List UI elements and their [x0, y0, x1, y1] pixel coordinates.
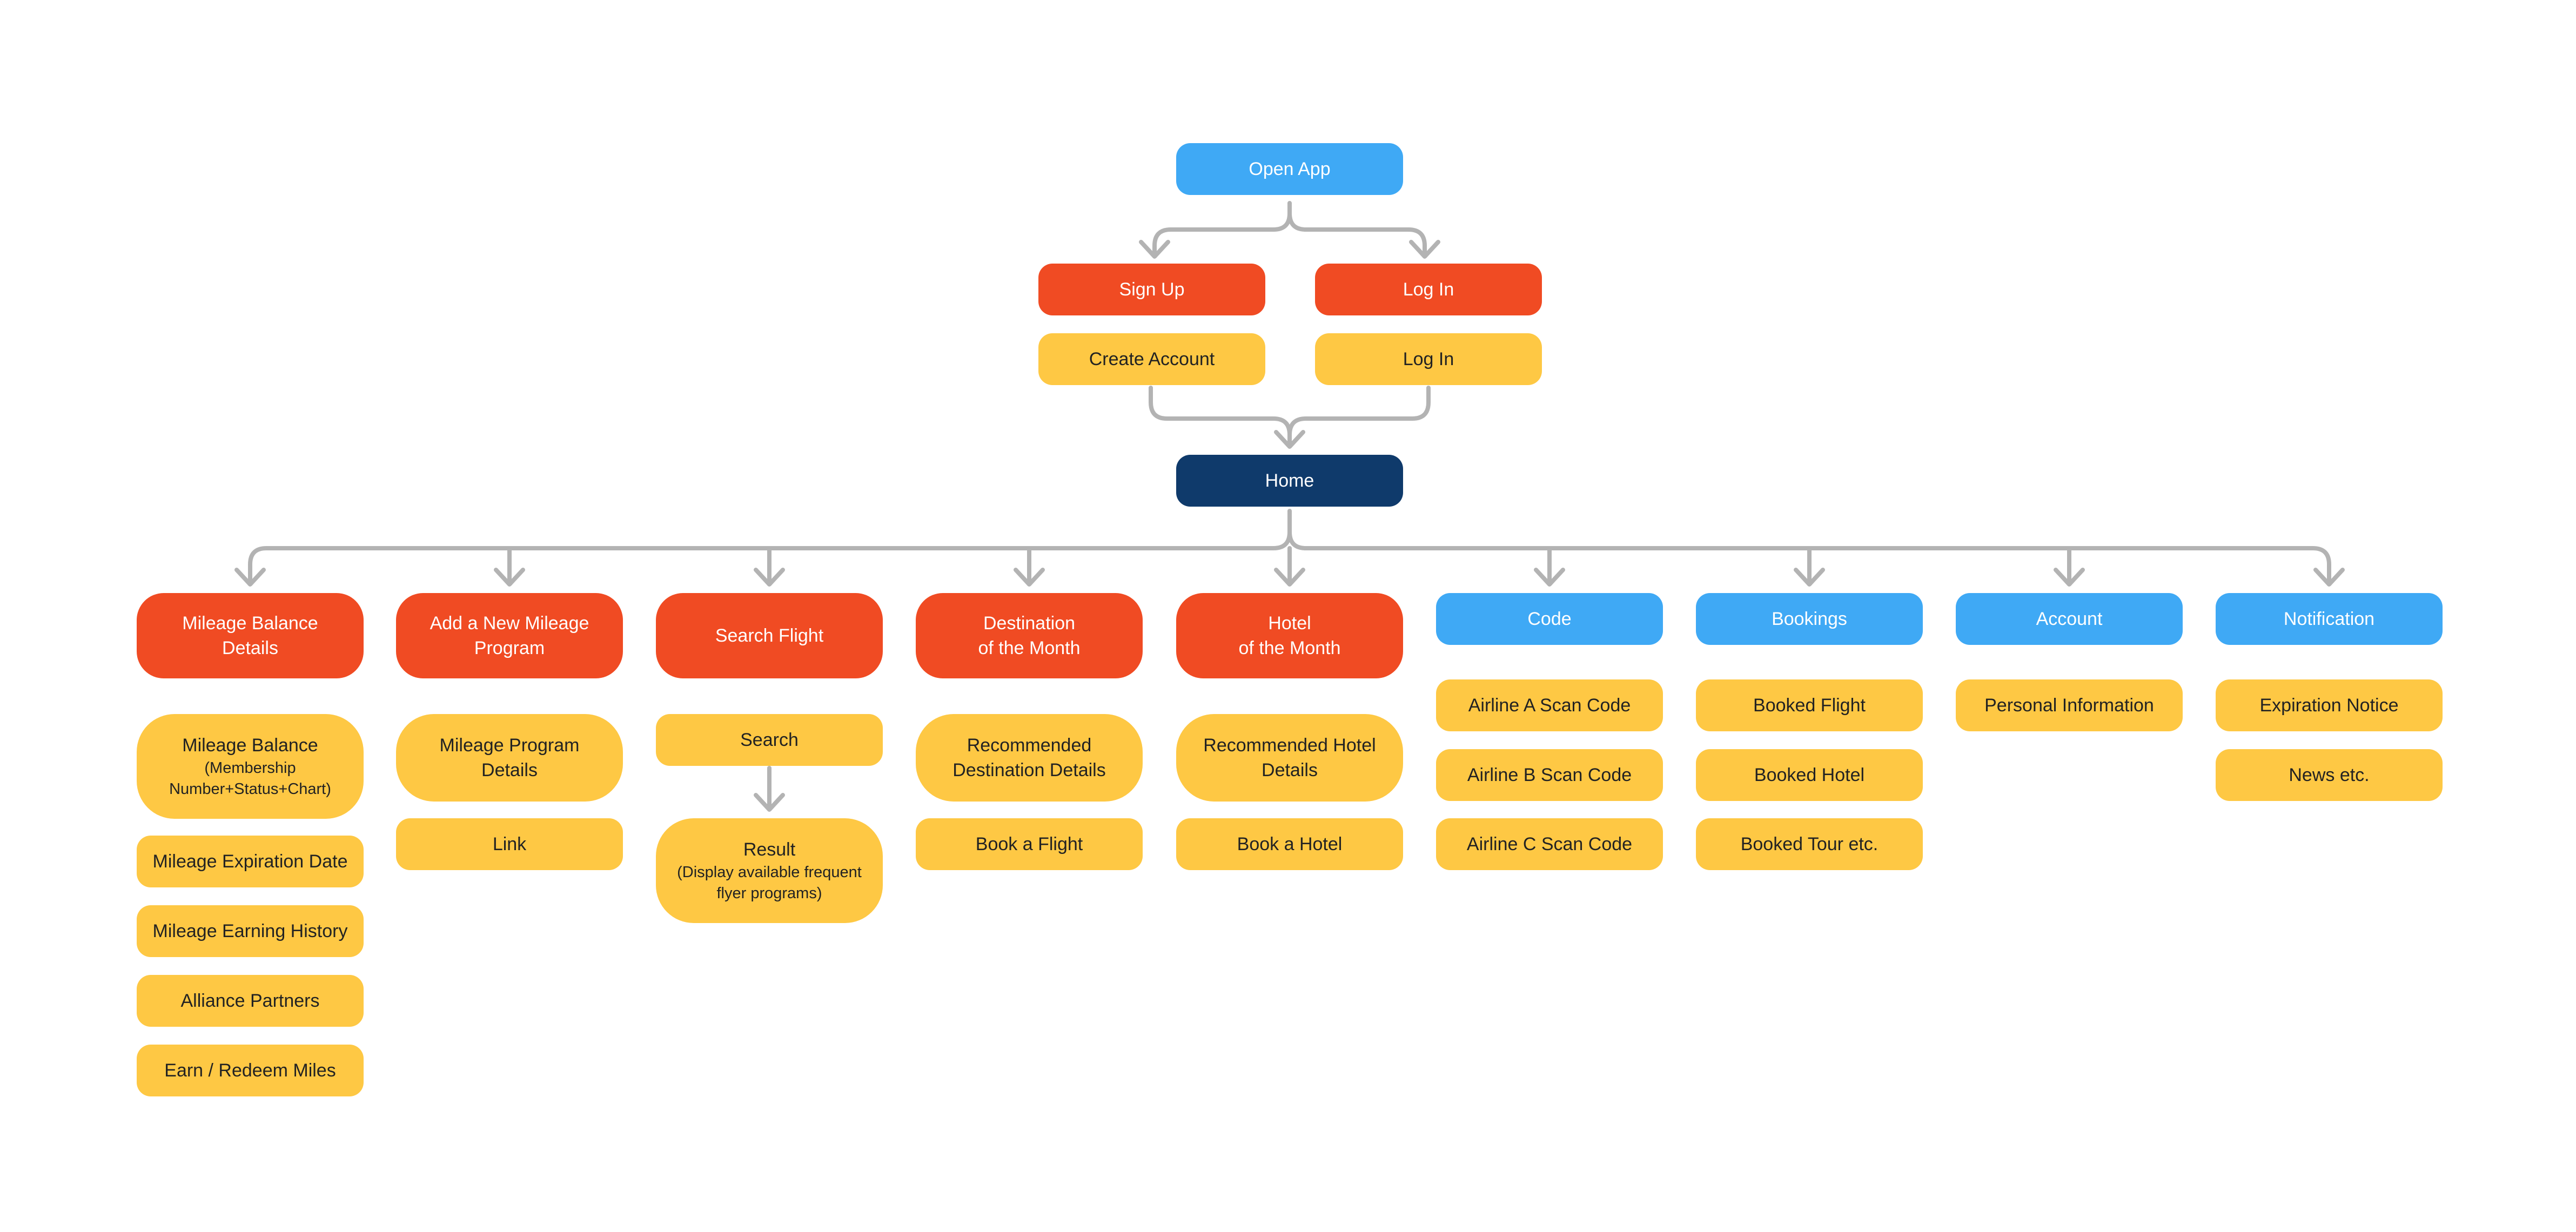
- item-label: Booked Hotel: [1754, 765, 1865, 785]
- item-label: Result: [743, 839, 796, 860]
- create-account-node[interactable]: Create Account: [1038, 333, 1265, 385]
- section-code[interactable]: Code: [1436, 593, 1663, 645]
- item-airline-a-scan-code[interactable]: Airline A Scan Code: [1436, 679, 1663, 731]
- item-label: Recommended Destination Details: [952, 735, 1106, 780]
- section-bookings[interactable]: Bookings: [1696, 593, 1923, 645]
- item-booked-tour[interactable]: Booked Tour etc.: [1696, 818, 1923, 870]
- section-title: Destination of the Month: [978, 613, 1081, 658]
- item-label: Book a Flight: [975, 834, 1083, 854]
- section-title: Search Flight: [715, 625, 824, 646]
- item-recommended-hotel-details[interactable]: Recommended Hotel Details: [1176, 714, 1403, 802]
- section-mileage-balance-details[interactable]: Mileage Balance Details: [137, 593, 364, 678]
- item-news[interactable]: News etc.: [2216, 749, 2443, 801]
- arrowhead-log-in: [1409, 240, 1440, 259]
- item-airline-c-scan-code[interactable]: Airline C Scan Code: [1436, 818, 1663, 870]
- arrowhead-sec-0: [234, 568, 266, 587]
- item-sublabel: (Membership Number+Status+Chart): [169, 759, 331, 798]
- item-label: Booked Flight: [1753, 695, 1866, 716]
- item-booked-flight[interactable]: Booked Flight: [1696, 679, 1923, 731]
- item-label: Airline A Scan Code: [1468, 695, 1631, 716]
- section-title: Bookings: [1772, 609, 1847, 629]
- item-book-a-flight[interactable]: Book a Flight: [916, 818, 1143, 870]
- home-node[interactable]: Home: [1176, 455, 1403, 507]
- item-sublabel: (Display available frequent flyer progra…: [677, 864, 862, 902]
- section-destination-of-the-month[interactable]: Destination of the Month: [916, 593, 1143, 678]
- item-label: Personal Information: [1984, 695, 2154, 716]
- item-airline-b-scan-code[interactable]: Airline B Scan Code: [1436, 749, 1663, 801]
- item-link[interactable]: Link: [396, 818, 623, 870]
- item-recommended-destination-details[interactable]: Recommended Destination Details: [916, 714, 1143, 802]
- item-mileage-balance[interactable]: Mileage Balance (Membership Number+Statu…: [137, 714, 364, 819]
- item-label: Expiration Notice: [2259, 695, 2399, 716]
- item-label: Search: [740, 730, 799, 750]
- section-title: Code: [1527, 609, 1572, 629]
- item-label: Link: [492, 834, 527, 854]
- connector-open-app-split: [1152, 201, 1427, 256]
- item-earn-redeem-miles[interactable]: Earn / Redeem Miles: [137, 1045, 364, 1096]
- item-booked-hotel[interactable]: Booked Hotel: [1696, 749, 1923, 801]
- item-label: Booked Tour etc.: [1740, 834, 1879, 854]
- item-label: Earn / Redeem Miles: [164, 1060, 336, 1081]
- arrowhead-result: [754, 793, 785, 812]
- item-label: Recommended Hotel Details: [1203, 735, 1376, 780]
- connector-home-bus: [248, 509, 2331, 585]
- item-label: Alliance Partners: [180, 991, 320, 1011]
- item-alliance-partners[interactable]: Alliance Partners: [137, 975, 364, 1027]
- arrowhead-sec-4: [1274, 568, 1305, 587]
- item-expiration-notice[interactable]: Expiration Notice: [2216, 679, 2443, 731]
- log-in-label: Log In: [1403, 279, 1454, 300]
- arrowhead-sec-3: [1014, 568, 1045, 587]
- section-title: Hotel of the Month: [1238, 613, 1341, 658]
- section-search-flight[interactable]: Search Flight: [656, 593, 883, 678]
- section-title: Account: [2036, 609, 2103, 629]
- arrowhead-sec-7: [2054, 568, 2085, 587]
- item-label: News etc.: [2289, 765, 2370, 785]
- arrowhead-home: [1274, 430, 1305, 449]
- item-label: Airline C Scan Code: [1466, 834, 1633, 854]
- item-mileage-earning-history[interactable]: Mileage Earning History: [137, 905, 364, 957]
- create-account-label: Create Account: [1089, 349, 1215, 369]
- section-add-mileage-program[interactable]: Add a New Mileage Program: [396, 593, 623, 678]
- connector-merge-to-home: [1149, 386, 1431, 446]
- section-title: Mileage Balance Details: [182, 613, 318, 658]
- arrowhead-sec-6: [1794, 568, 1825, 587]
- sign-up-label: Sign Up: [1119, 279, 1185, 300]
- item-label: Mileage Expiration Date: [152, 851, 348, 872]
- log-in-step-label: Log In: [1403, 349, 1454, 369]
- arrowhead-sec-1: [494, 568, 525, 587]
- section-title: Add a New Mileage Program: [430, 613, 589, 658]
- item-mileage-expiration-date[interactable]: Mileage Expiration Date: [137, 836, 364, 887]
- arrowhead-sec-5: [1534, 568, 1565, 587]
- log-in-node[interactable]: Log In: [1315, 264, 1542, 315]
- section-notification[interactable]: Notification: [2216, 593, 2443, 645]
- item-label: Mileage Balance: [182, 735, 318, 756]
- log-in-step-node[interactable]: Log In: [1315, 333, 1542, 385]
- section-account[interactable]: Account: [1956, 593, 2183, 645]
- arrowhead-sign-up: [1139, 240, 1170, 259]
- open-app-label: Open App: [1249, 159, 1331, 179]
- item-book-a-hotel[interactable]: Book a Hotel: [1176, 818, 1403, 870]
- section-hotel-of-the-month[interactable]: Hotel of the Month: [1176, 593, 1403, 678]
- home-label: Home: [1265, 470, 1314, 491]
- arrowhead-sec-2: [754, 568, 785, 587]
- item-label: Book a Hotel: [1237, 834, 1343, 854]
- sign-up-node[interactable]: Sign Up: [1038, 264, 1265, 315]
- item-personal-information[interactable]: Personal Information: [1956, 679, 2183, 731]
- item-mileage-program-details[interactable]: Mileage Program Details: [396, 714, 623, 802]
- open-app-node[interactable]: Open App: [1176, 143, 1403, 195]
- item-search[interactable]: Search: [656, 714, 883, 766]
- arrowhead-sec-8: [2313, 568, 2345, 587]
- item-label: Mileage Earning History: [152, 921, 348, 941]
- item-result[interactable]: Result (Display available frequent flyer…: [656, 818, 883, 923]
- section-title: Notification: [2283, 609, 2375, 629]
- item-label: Airline B Scan Code: [1467, 765, 1632, 785]
- item-label: Mileage Program Details: [439, 735, 580, 780]
